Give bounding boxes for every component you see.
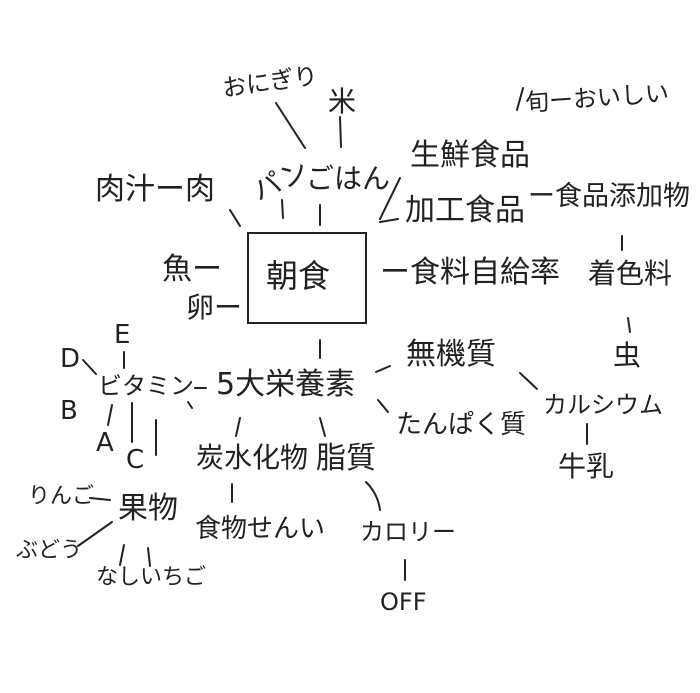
node-calcium: カルシウム xyxy=(543,391,663,419)
node-budou: ぶどう xyxy=(16,538,83,563)
node-kome: 米 xyxy=(328,85,357,118)
node-gohan: ごはん xyxy=(306,162,391,195)
node-sakana: 魚ー xyxy=(162,252,222,287)
node-vitamin: ビタミン xyxy=(98,372,194,400)
node-shokuryou-jikyuuritsu: ー食料自給率 xyxy=(380,255,560,290)
node-shokuhin-tenkabutsu: ー食品添加物 xyxy=(528,181,690,212)
node-off: OFF xyxy=(380,588,427,616)
node-calorie: カロリー xyxy=(360,518,456,546)
node-shishitsu: 脂質 xyxy=(316,441,376,476)
node-vitamin-b: B xyxy=(60,396,78,426)
node-tanpakushitsu: たんぱく質 xyxy=(396,410,527,440)
center-label: 朝食 xyxy=(266,257,331,295)
node-kudamono: 果物 xyxy=(118,491,178,526)
node-godai-eiyouso: 5大栄養素 xyxy=(216,367,356,402)
node-nikujiru-niku: 肉汁ー肉 xyxy=(95,172,215,207)
node-vitamin-e: E xyxy=(114,320,131,350)
node-vitamin-d: D xyxy=(60,344,81,374)
node-mushi: 虫 xyxy=(613,339,642,372)
node-kakou-shokuhin: 加工食品 xyxy=(405,193,525,228)
node-chakushokuryou: 着色料 xyxy=(588,257,673,290)
node-seisen-shokuhin: 生鮮食品 xyxy=(410,138,530,173)
node-gyunyu: 牛乳 xyxy=(558,450,615,483)
node-tamago: 卵ー xyxy=(186,291,243,324)
node-vitamin-a: A xyxy=(96,428,114,458)
node-ringo: りんご xyxy=(28,484,95,509)
center-box xyxy=(247,232,367,324)
node-nashi-ichigo: なしいちご xyxy=(96,565,207,590)
node-mukishitsu: 無機質 xyxy=(406,337,496,372)
node-vitamin-c: C xyxy=(126,445,145,475)
node-tansuikabutsu: 炭水化物 xyxy=(196,441,309,474)
node-shokumotsu-sen-i: 食物せんい xyxy=(195,514,326,544)
